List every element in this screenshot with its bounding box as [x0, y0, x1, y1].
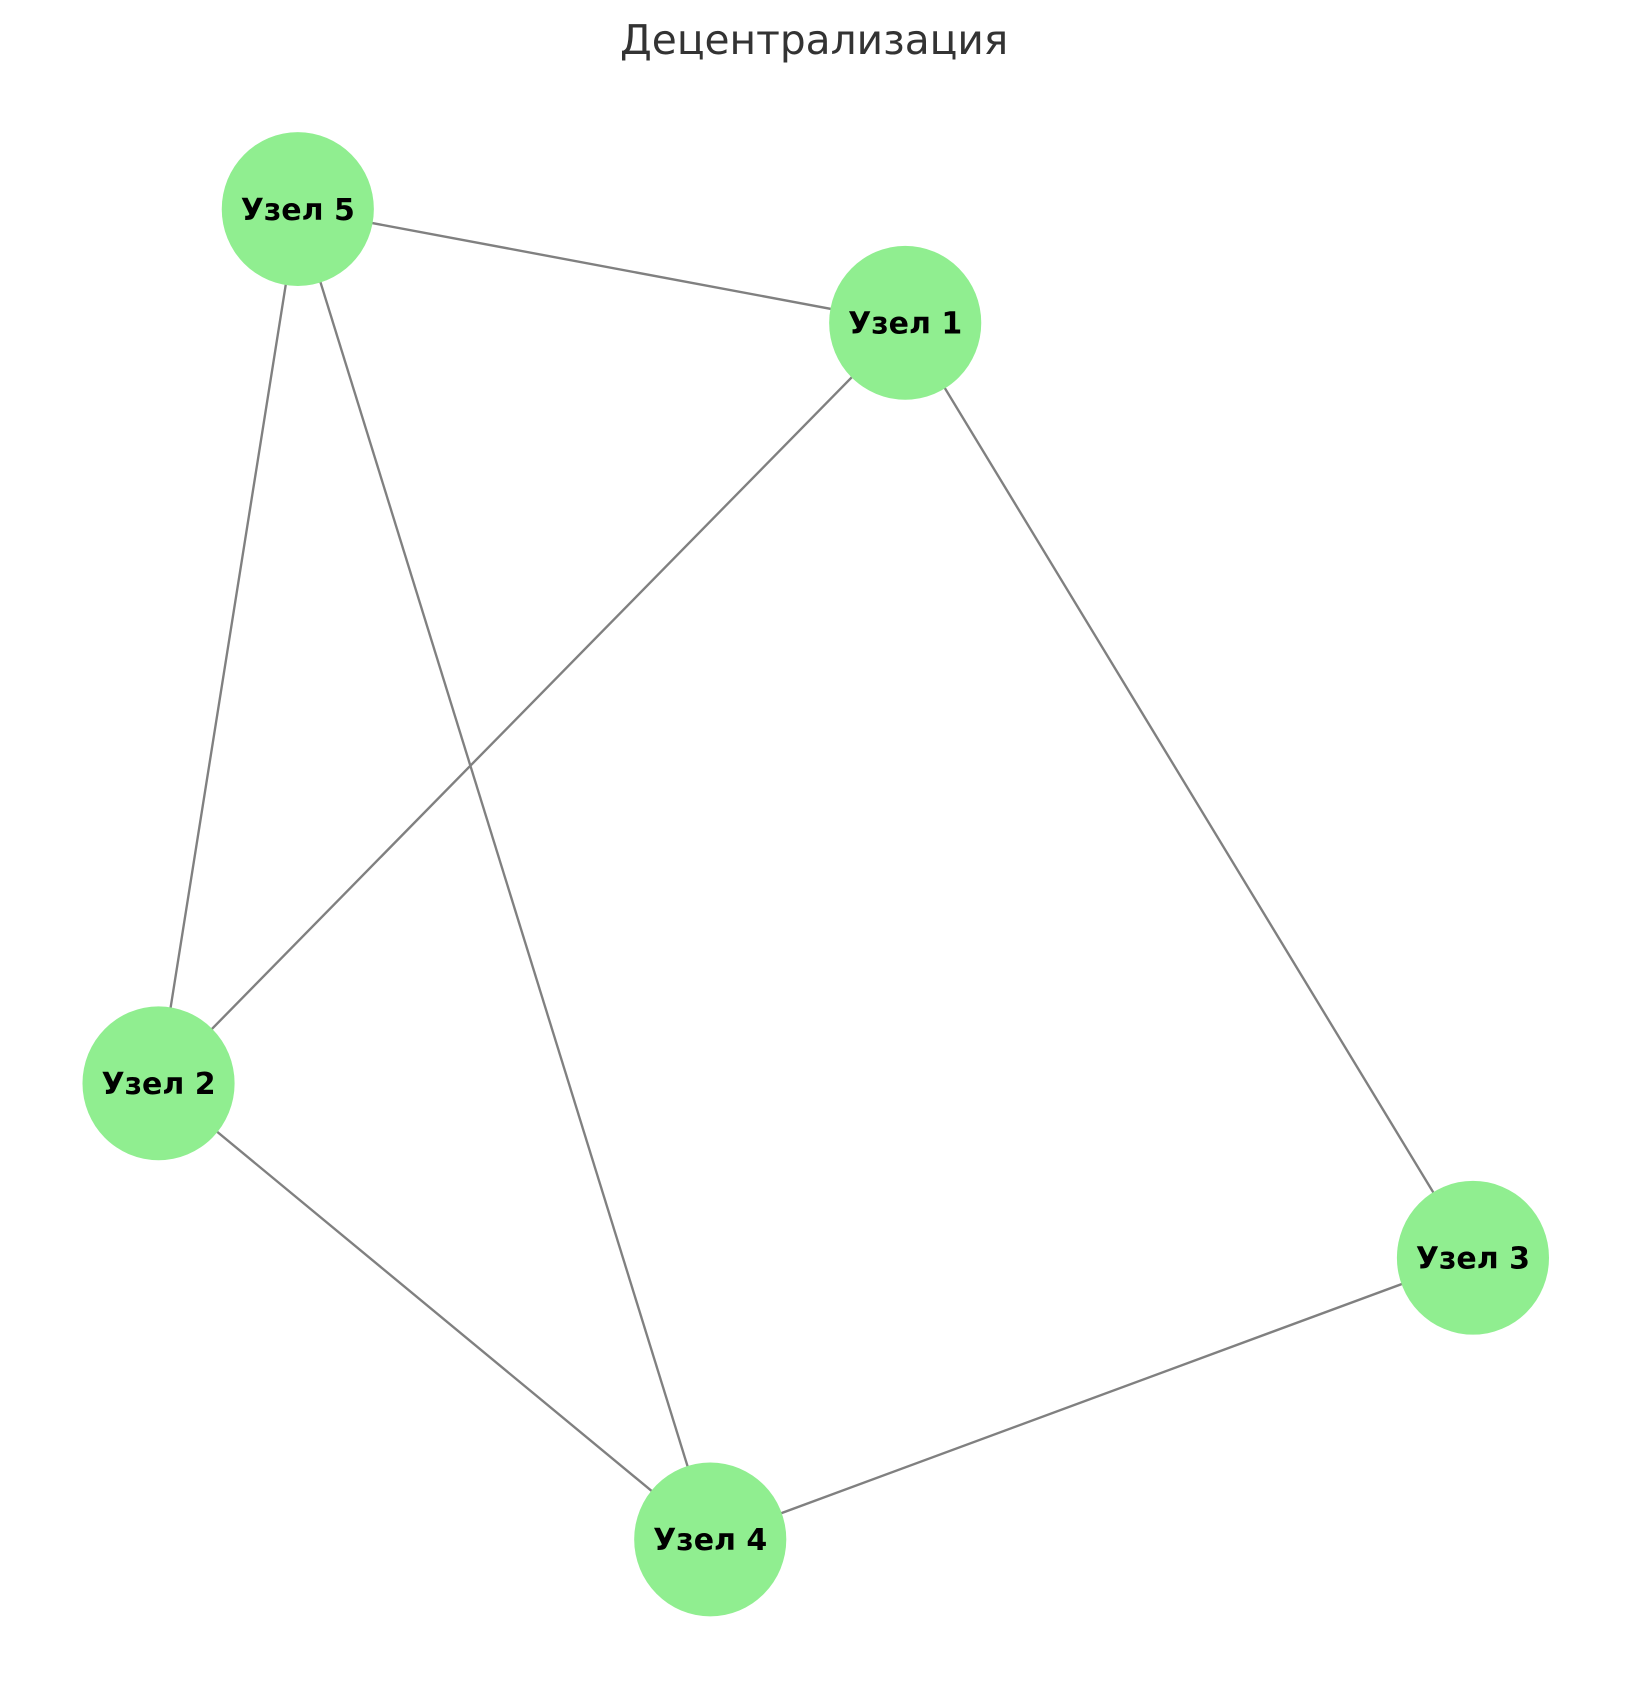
node-label: Узел 1: [848, 307, 962, 342]
edges: [157, 207, 1474, 1541]
node-5: Узел 5: [221, 132, 374, 286]
edge-2-4: [157, 1082, 711, 1541]
edge-5-1: [297, 207, 906, 325]
edge-4-3: [709, 1256, 1474, 1541]
node-2: Узел 2: [82, 1006, 235, 1161]
edge-1-3: [904, 322, 1474, 1259]
node-label: Узел 2: [101, 1067, 215, 1102]
nodes: Узел 1 Узел 2 Узел 3 Узел 4 Узел 5: [82, 132, 1550, 1617]
node-circle: [634, 1462, 787, 1617]
node-label: Узел 4: [653, 1523, 767, 1558]
node-circle: [1396, 1180, 1550, 1335]
edge-1-2: [157, 321, 907, 1085]
node-circle: [82, 1006, 235, 1161]
edge-5-2: [157, 208, 299, 1084]
node-label: Узел 5: [241, 193, 355, 228]
node-3: Узел 3: [1396, 1180, 1550, 1335]
chart-title: Децентрализация: [620, 16, 1008, 64]
node-4: Узел 4: [634, 1462, 787, 1617]
edge-5-4: [296, 208, 712, 1540]
node-circle: [221, 132, 374, 286]
node-label: Узел 3: [1416, 1241, 1530, 1276]
node-1: Узел 1: [829, 245, 982, 400]
node-circle: [829, 245, 982, 400]
